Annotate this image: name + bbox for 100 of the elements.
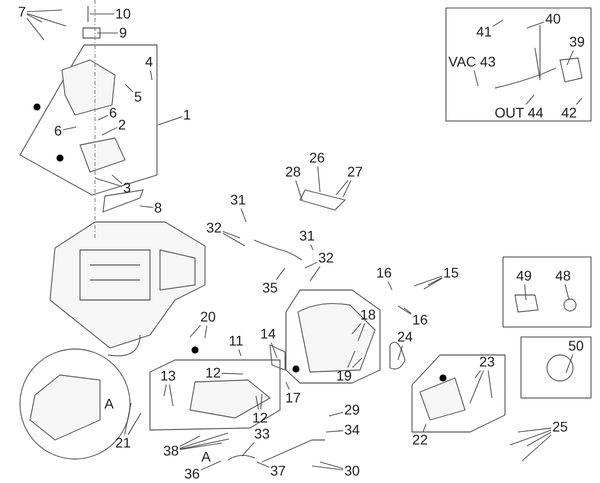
callout-number: 5 bbox=[134, 90, 142, 104]
callout-number: 13 bbox=[160, 368, 176, 384]
leader-line bbox=[179, 432, 228, 449]
callout-number: 27 bbox=[347, 164, 363, 180]
leader-line bbox=[358, 323, 366, 342]
callout-number: 21 bbox=[115, 436, 131, 450]
callout-number: 10 bbox=[115, 6, 131, 22]
callout-number: 35 bbox=[262, 280, 278, 296]
leader-line bbox=[320, 462, 344, 469]
leader-line bbox=[222, 230, 240, 238]
leader-line bbox=[398, 345, 403, 360]
leader-line bbox=[164, 384, 167, 396]
leader-line bbox=[222, 232, 246, 246]
callout-number: 28 bbox=[285, 164, 301, 180]
callout-number: 30 bbox=[344, 464, 360, 478]
callout-number: 41 bbox=[476, 24, 492, 40]
leader-line bbox=[312, 466, 344, 470]
leader-line bbox=[94, 178, 122, 187]
callout-number: 16 bbox=[412, 312, 428, 328]
leader-line bbox=[526, 22, 545, 28]
leader-line bbox=[524, 284, 526, 300]
callout-number: 20 bbox=[200, 310, 216, 324]
leader-line bbox=[317, 166, 320, 192]
callout-number: 7 bbox=[18, 4, 26, 20]
leader-line bbox=[304, 262, 318, 268]
leader-line bbox=[310, 266, 320, 282]
leader-line bbox=[26, 18, 44, 40]
leader-line bbox=[286, 382, 290, 390]
callout-number: 22 bbox=[412, 432, 428, 448]
callout-number: 12 bbox=[252, 410, 268, 426]
callout-number: 1 bbox=[183, 108, 191, 122]
callout-number: 48 bbox=[555, 268, 571, 284]
callout-number: 49 bbox=[516, 268, 532, 284]
callout-number: OUT 44 bbox=[494, 106, 544, 120]
leader-line bbox=[26, 10, 62, 12]
callout-number: 16 bbox=[376, 266, 392, 280]
leader-line bbox=[428, 277, 443, 286]
callout-number: VAC 43 bbox=[448, 54, 496, 70]
leader-line bbox=[240, 208, 246, 222]
leader-line bbox=[414, 276, 443, 286]
leader-line bbox=[221, 372, 244, 374]
callout-number: 6 bbox=[54, 124, 62, 138]
callout-number: 33 bbox=[254, 426, 270, 442]
leader-line bbox=[404, 308, 412, 314]
view-reference-letter: A bbox=[201, 450, 211, 464]
leader-line bbox=[474, 70, 478, 86]
leader-line bbox=[179, 442, 222, 450]
leader-line bbox=[518, 428, 552, 432]
callout-number: 15 bbox=[443, 266, 459, 280]
callout-number: 14 bbox=[260, 326, 276, 342]
leader-line bbox=[352, 358, 362, 368]
leader-line bbox=[398, 306, 412, 315]
callout-number: 19 bbox=[336, 368, 352, 384]
leader-line bbox=[295, 180, 302, 200]
leader-line bbox=[424, 278, 443, 290]
leader-line bbox=[158, 116, 182, 126]
callout-number: 31 bbox=[299, 228, 315, 244]
leader-line bbox=[26, 14, 42, 22]
leader-line bbox=[140, 206, 154, 208]
leader-line bbox=[128, 412, 142, 435]
leader-line bbox=[270, 342, 278, 358]
leader-line bbox=[526, 432, 552, 446]
leader-line bbox=[388, 281, 392, 290]
leader-line bbox=[204, 325, 208, 338]
callout-number: 32 bbox=[206, 220, 222, 236]
leader-line bbox=[474, 370, 482, 378]
callout-number: 2 bbox=[118, 118, 126, 132]
leader-line bbox=[179, 436, 200, 447]
callout-number: 12 bbox=[205, 366, 221, 380]
callout-number: 42 bbox=[561, 106, 577, 120]
callout-number: 25 bbox=[552, 420, 568, 434]
leader-line bbox=[102, 127, 118, 136]
leader-line bbox=[96, 32, 118, 34]
callout-number: 17 bbox=[285, 390, 301, 406]
callout-number: 11 bbox=[228, 334, 244, 348]
leader-line bbox=[256, 396, 259, 410]
leader-line bbox=[179, 438, 230, 450]
leader-line bbox=[112, 174, 122, 184]
leader-line bbox=[566, 354, 574, 374]
callout-number: 8 bbox=[154, 200, 162, 216]
leader-line bbox=[336, 180, 348, 196]
callout-number: 23 bbox=[479, 354, 495, 370]
callout-number: 37 bbox=[270, 464, 286, 478]
leader-line bbox=[566, 50, 574, 66]
leader-line bbox=[124, 84, 134, 92]
leader-line bbox=[124, 402, 132, 435]
leader-line bbox=[576, 98, 582, 105]
callout-number: 4 bbox=[145, 54, 153, 70]
leader-line bbox=[310, 244, 314, 250]
callout-number: 50 bbox=[568, 338, 584, 354]
leader-line bbox=[190, 325, 201, 338]
leader-line bbox=[26, 13, 66, 26]
callout-number: 39 bbox=[569, 34, 585, 50]
leader-line bbox=[256, 462, 270, 468]
leader-line bbox=[526, 94, 534, 105]
leader-line bbox=[150, 70, 152, 80]
callout-number: 24 bbox=[397, 330, 413, 344]
callout-number: 40 bbox=[545, 12, 561, 26]
leader-line bbox=[422, 424, 426, 432]
leader-line bbox=[488, 370, 492, 398]
